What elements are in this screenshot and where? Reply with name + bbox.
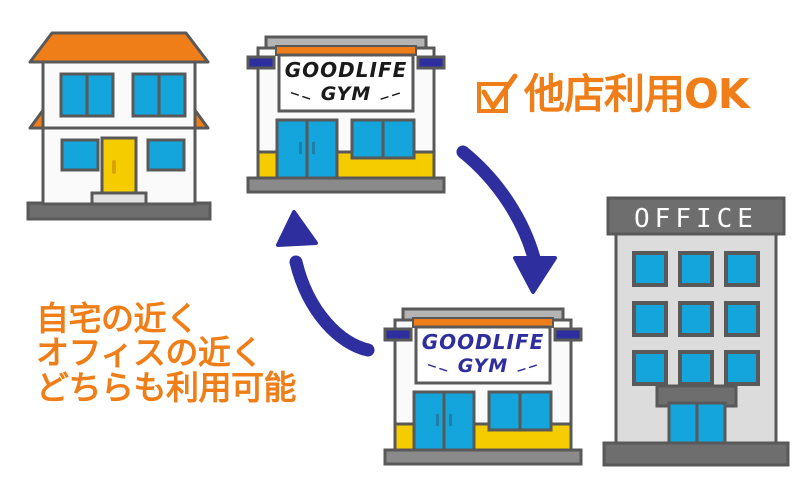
benefit-line-1: 自宅の近く <box>34 299 202 339</box>
gym-bottom-window <box>487 390 553 432</box>
checkbox-checked-icon <box>477 73 518 113</box>
house-door-handle <box>112 160 116 174</box>
office-building <box>602 196 790 467</box>
house-building <box>26 31 212 221</box>
benefit-line-3: どちらも利用可能 <box>34 367 300 407</box>
gym-building-top <box>246 35 446 194</box>
house-window-lower-right <box>146 138 186 172</box>
other-store-ok-badge: 他店利用OK <box>474 69 753 118</box>
badge-label: 他店利用OK <box>522 69 753 118</box>
office-sign-band <box>606 196 786 236</box>
gym-bottom-signboard <box>414 325 552 385</box>
house-window-upper-left <box>59 72 115 118</box>
arrow-gym-to-office <box>456 145 557 294</box>
gym-top-accent-right <box>416 55 446 70</box>
house-doorstep <box>90 191 148 206</box>
house-window-upper-right <box>131 72 187 118</box>
gym-top-window <box>350 118 416 160</box>
gym-building-bottom <box>383 307 583 466</box>
house-window-lower-left <box>60 138 100 172</box>
benefit-callout: 自宅の近く オフィスの近く どちらも利用可能 <box>34 299 366 407</box>
gym-bottom-accent-left <box>383 327 413 342</box>
gym-bottom-accent-right <box>553 327 583 342</box>
gym-top-signboard <box>277 53 415 113</box>
gym-top-accent-left <box>246 55 276 70</box>
arrow-gym-to-house <box>276 210 375 357</box>
benefit-line-2: オフィスの近く <box>34 333 266 373</box>
